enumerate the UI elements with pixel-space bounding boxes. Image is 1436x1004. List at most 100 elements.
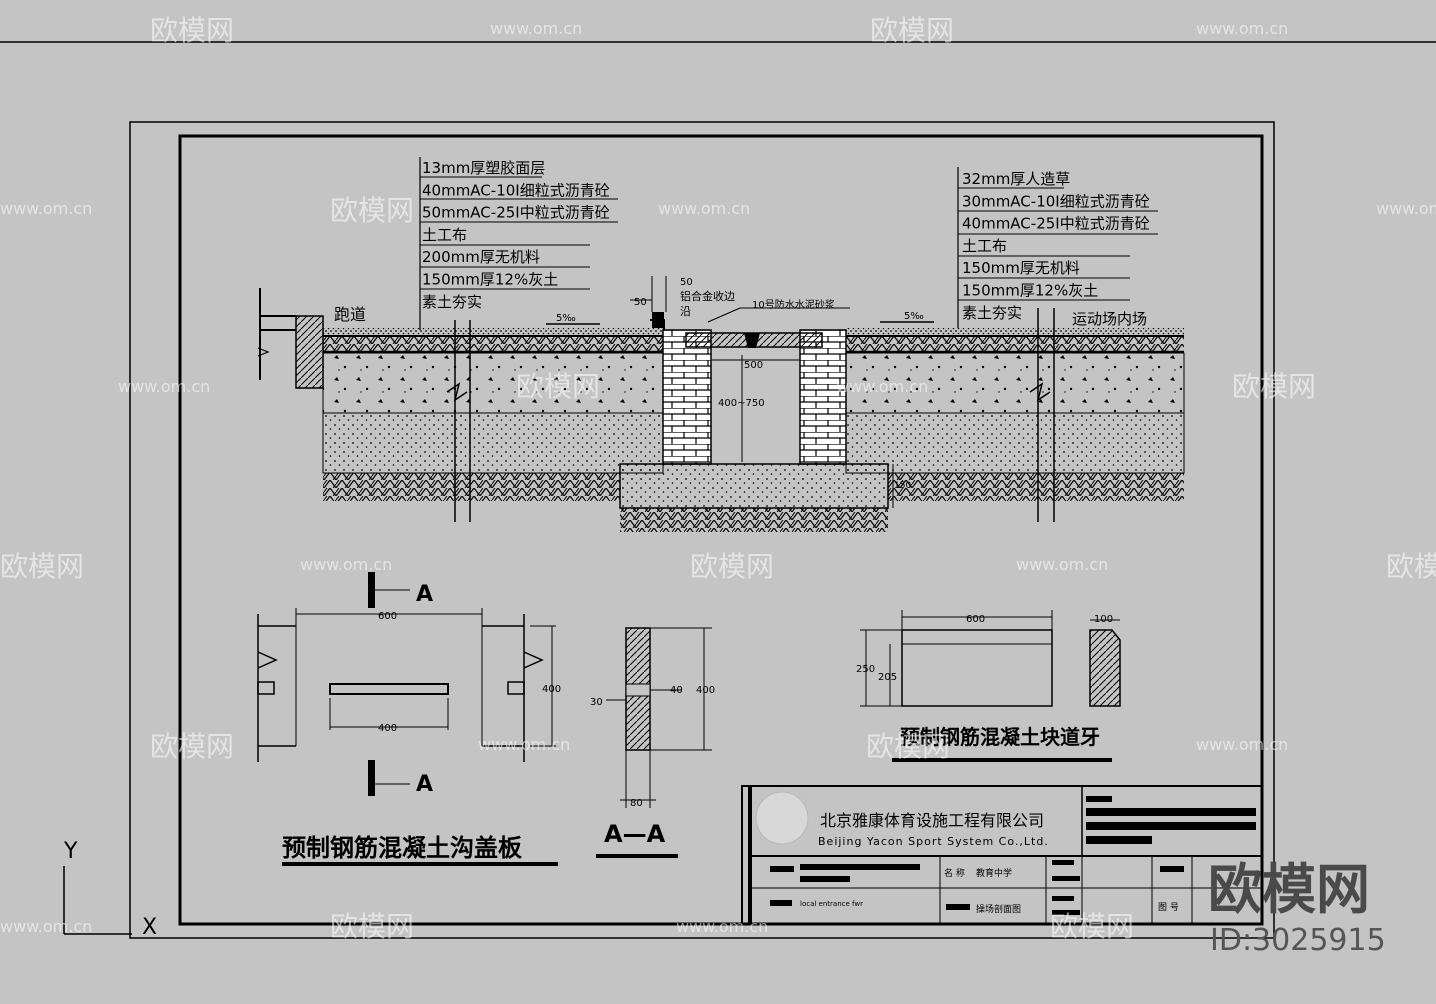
cover-plate-title: 预制钢筋混凝土沟盖板 bbox=[282, 834, 523, 862]
left-surface-layer bbox=[323, 328, 663, 336]
layer-label: 素土夯实 bbox=[962, 304, 1022, 322]
svg-text:www.om.cn: www.om.cn bbox=[658, 199, 750, 218]
x-axis-label: X bbox=[142, 915, 157, 940]
dim-aa-40: 40 bbox=[670, 685, 683, 696]
svg-text:www.om.cn: www.om.cn bbox=[1016, 555, 1108, 574]
right-surface-layer bbox=[846, 328, 1184, 336]
section-mark-top bbox=[368, 572, 375, 608]
project-name: 教育中学 bbox=[976, 867, 1012, 879]
company-name-cn: 北京雅康体育设施工程有限公司 bbox=[820, 811, 1044, 830]
dim-aa-400: 400 bbox=[696, 685, 715, 696]
watermark-layer: 欧模网 欧模网 www.om.cn www.om.cn 欧模网 www.om.c… bbox=[0, 14, 1436, 943]
field-label: 运动场内场 bbox=[1072, 310, 1147, 328]
trench-wall-left bbox=[662, 329, 712, 465]
trench-wall-right bbox=[799, 329, 847, 465]
svg-text:www.om.cn: www.om.cn bbox=[0, 917, 92, 936]
layer-label: 40mmAC-25Ⅰ中粒式沥青砼 bbox=[962, 215, 1150, 233]
left-curb bbox=[295, 315, 324, 389]
trench-base bbox=[619, 463, 889, 509]
dim-curb-height: 250 bbox=[856, 664, 875, 675]
dim-plate-height: 400 bbox=[542, 684, 561, 695]
title-block bbox=[741, 785, 1263, 925]
drain-slot bbox=[744, 333, 760, 348]
svg-text:欧模网: 欧模网 bbox=[1386, 550, 1436, 583]
dim-50-side: 50 bbox=[634, 297, 647, 308]
mortar-label: 10号防水水泥砂浆 bbox=[752, 298, 835, 311]
company-logo bbox=[755, 791, 809, 845]
svg-text:www.om.cn: www.om.cn bbox=[118, 377, 210, 396]
svg-text:欧模网: 欧模网 bbox=[690, 550, 774, 583]
section-marker-a-bottom: A bbox=[416, 772, 433, 797]
svg-text:欧模网: 欧模网 bbox=[330, 194, 414, 227]
layer-label: 50mmAC-25Ⅰ中粒式沥青砼 bbox=[422, 204, 610, 222]
dim-slot-length: 400 bbox=[378, 723, 397, 734]
svg-text:www.om.cn: www.om.cn bbox=[676, 917, 768, 936]
svg-text:欧模网: 欧模网 bbox=[516, 370, 600, 403]
watermark-site: www.om.cn bbox=[490, 19, 582, 38]
section-marker-a-top: A bbox=[416, 582, 433, 607]
layer-label: 150mm厚12%灰土 bbox=[962, 282, 1098, 300]
section-aa-detail bbox=[606, 627, 712, 808]
drawing-name: 操场剖面图 bbox=[976, 903, 1021, 915]
watermark-id: ID:3025915 bbox=[1210, 923, 1386, 958]
outer-frame bbox=[129, 121, 1275, 939]
layer-label: 150mm厚12%灰土 bbox=[422, 271, 558, 289]
layer-callouts bbox=[419, 157, 1158, 330]
layer-label: 32mm厚人造草 bbox=[962, 170, 1070, 188]
section-aa-title: A—A bbox=[604, 820, 666, 848]
name-label: 名 称 bbox=[944, 867, 965, 879]
dim-base-150: 150 bbox=[894, 481, 911, 491]
layer-label: 素土夯实 bbox=[422, 293, 482, 311]
y-axis-label: Y bbox=[63, 839, 78, 864]
right-asphalt-layer bbox=[846, 336, 1184, 352]
layer-label: 200mm厚无机料 bbox=[422, 248, 540, 266]
layer-label: 土工布 bbox=[422, 226, 467, 244]
svg-text:www.om.cn: www.om.cn bbox=[1376, 199, 1436, 218]
svg-text:www.om.cn: www.om.cn bbox=[1196, 735, 1288, 754]
left-base-course bbox=[322, 352, 664, 414]
left-asphalt-layer bbox=[323, 336, 663, 352]
svg-text:欧模网: 欧模网 bbox=[330, 910, 414, 943]
right-lime-soil bbox=[845, 412, 1185, 474]
inner-frame bbox=[178, 134, 1264, 926]
small-note: local entrance fwr bbox=[800, 900, 863, 908]
curb-title: 预制钢筋混凝土块道牙 bbox=[900, 725, 1100, 749]
track-label: 跑道 bbox=[334, 305, 366, 324]
svg-text:www.om.cn: www.om.cn bbox=[1196, 19, 1288, 38]
layer-label: 13mm厚塑胶面层 bbox=[422, 159, 545, 177]
pavement-section bbox=[257, 276, 1185, 532]
dim-aa-30: 30 bbox=[590, 697, 603, 708]
dim-trench-width: 500 bbox=[744, 360, 763, 371]
company-name-en: Beijing Yacon Sport System Co.,Ltd. bbox=[818, 835, 1049, 848]
slope-left-label: 5‰ bbox=[556, 313, 576, 324]
svg-text:www.om.cn: www.om.cn bbox=[836, 377, 928, 396]
slope-right-label: 5‰ bbox=[904, 311, 924, 322]
svg-text:欧模网: 欧模网 bbox=[150, 730, 234, 763]
curb-detail bbox=[860, 610, 1121, 707]
svg-text:欧模网: 欧模网 bbox=[0, 550, 84, 583]
drawing-number-label: 图 号 bbox=[1158, 902, 1179, 913]
svg-text:欧模网: 欧模网 bbox=[870, 14, 954, 47]
svg-text:欧模网: 欧模网 bbox=[1050, 910, 1134, 943]
svg-text:www.om.cn: www.om.cn bbox=[0, 199, 92, 218]
svg-text:欧模网: 欧模网 bbox=[1232, 370, 1316, 403]
dim-50-top: 50 bbox=[680, 277, 693, 288]
svg-text:www.om.cn: www.om.cn bbox=[478, 735, 570, 754]
dim-plate-length: 600 bbox=[378, 611, 397, 622]
edge-strip-label-2: 沿 bbox=[680, 305, 691, 318]
left-lime-soil bbox=[322, 412, 664, 474]
layer-label: 土工布 bbox=[962, 237, 1007, 255]
section-mark-bottom bbox=[368, 760, 375, 796]
edge-strip-label: 铝合金收边 bbox=[680, 289, 735, 303]
right-layer-list: 32mm厚人造草30mmAC-10Ⅰ细粒式沥青砼40mmAC-25Ⅰ中粒式沥青砼… bbox=[962, 170, 1150, 322]
left-layer-list: 13mm厚塑胶面层40mmAC-10Ⅰ细粒式沥青砼50mmAC-25Ⅰ中粒式沥青… bbox=[422, 159, 610, 311]
right-compacted-soil bbox=[888, 473, 1184, 501]
right-base-course bbox=[845, 352, 1185, 414]
cover-plate-plan: A A 600 400 400 bbox=[257, 572, 561, 797]
dim-curb-thickness: 100 bbox=[1094, 614, 1113, 625]
svg-text:www.om.cn: www.om.cn bbox=[300, 555, 392, 574]
dim-curb-length: 600 bbox=[966, 614, 985, 625]
plate-slot bbox=[329, 683, 449, 695]
